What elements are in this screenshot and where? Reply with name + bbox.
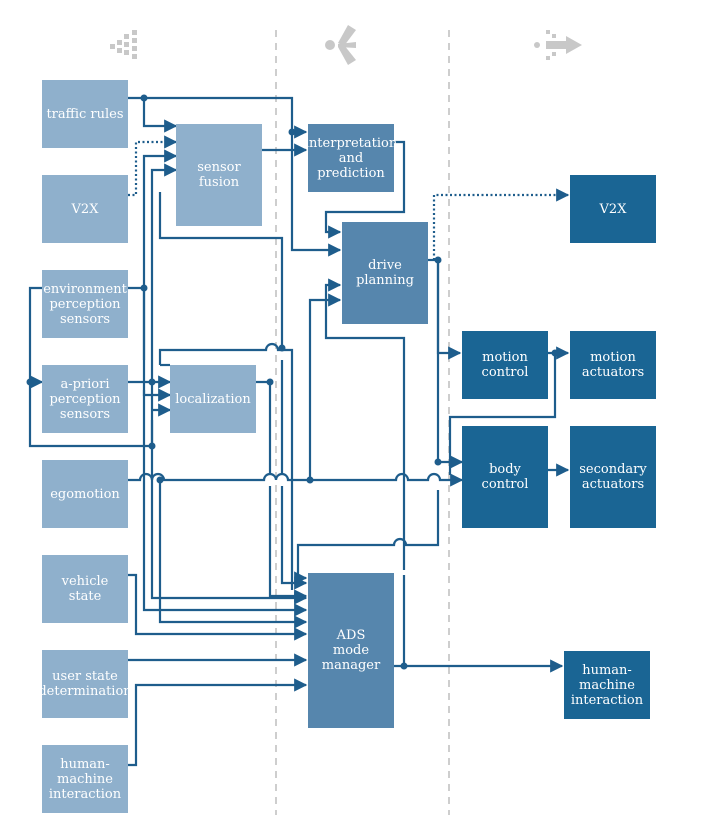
- vehicle-state-box: vehicle state: [42, 555, 128, 623]
- drive-planning-box: drive planning: [342, 222, 428, 324]
- environment-perception-sensors-box: environment perception sensors: [42, 270, 128, 338]
- v2x-input-box: V2X: [42, 175, 128, 243]
- secondary-actuators-box: secondary actuators: [570, 426, 656, 528]
- sensing-signal-icon: [110, 30, 137, 59]
- body-control-box: body control: [462, 426, 548, 528]
- v2x-output-box: V2X: [570, 175, 656, 243]
- ads-mode-manager-box: ADS mode manager: [308, 573, 394, 728]
- traffic-rules-box: traffic rules: [42, 80, 128, 148]
- acting-arrow-icon: [534, 30, 582, 60]
- a-priori-perception-sensors-box: a-priori perception sensors: [42, 365, 128, 433]
- user-state-determination-box: user state determination: [38, 650, 132, 718]
- motion-control-box: motion control: [462, 331, 548, 399]
- interpretation-and-prediction-box: interpretation and prediction: [305, 124, 397, 192]
- human-machine-interaction-output-box: human- machine interaction: [564, 651, 650, 719]
- egomotion-box: egomotion: [42, 460, 128, 528]
- human-machine-interaction-input-box: human- machine interaction: [42, 745, 128, 813]
- motion-actuators-box: motion actuators: [570, 331, 656, 399]
- sensor-fusion-box: sensor fusion: [176, 124, 262, 226]
- thinking-branch-icon: [325, 25, 356, 65]
- localization-box: localization: [170, 365, 256, 433]
